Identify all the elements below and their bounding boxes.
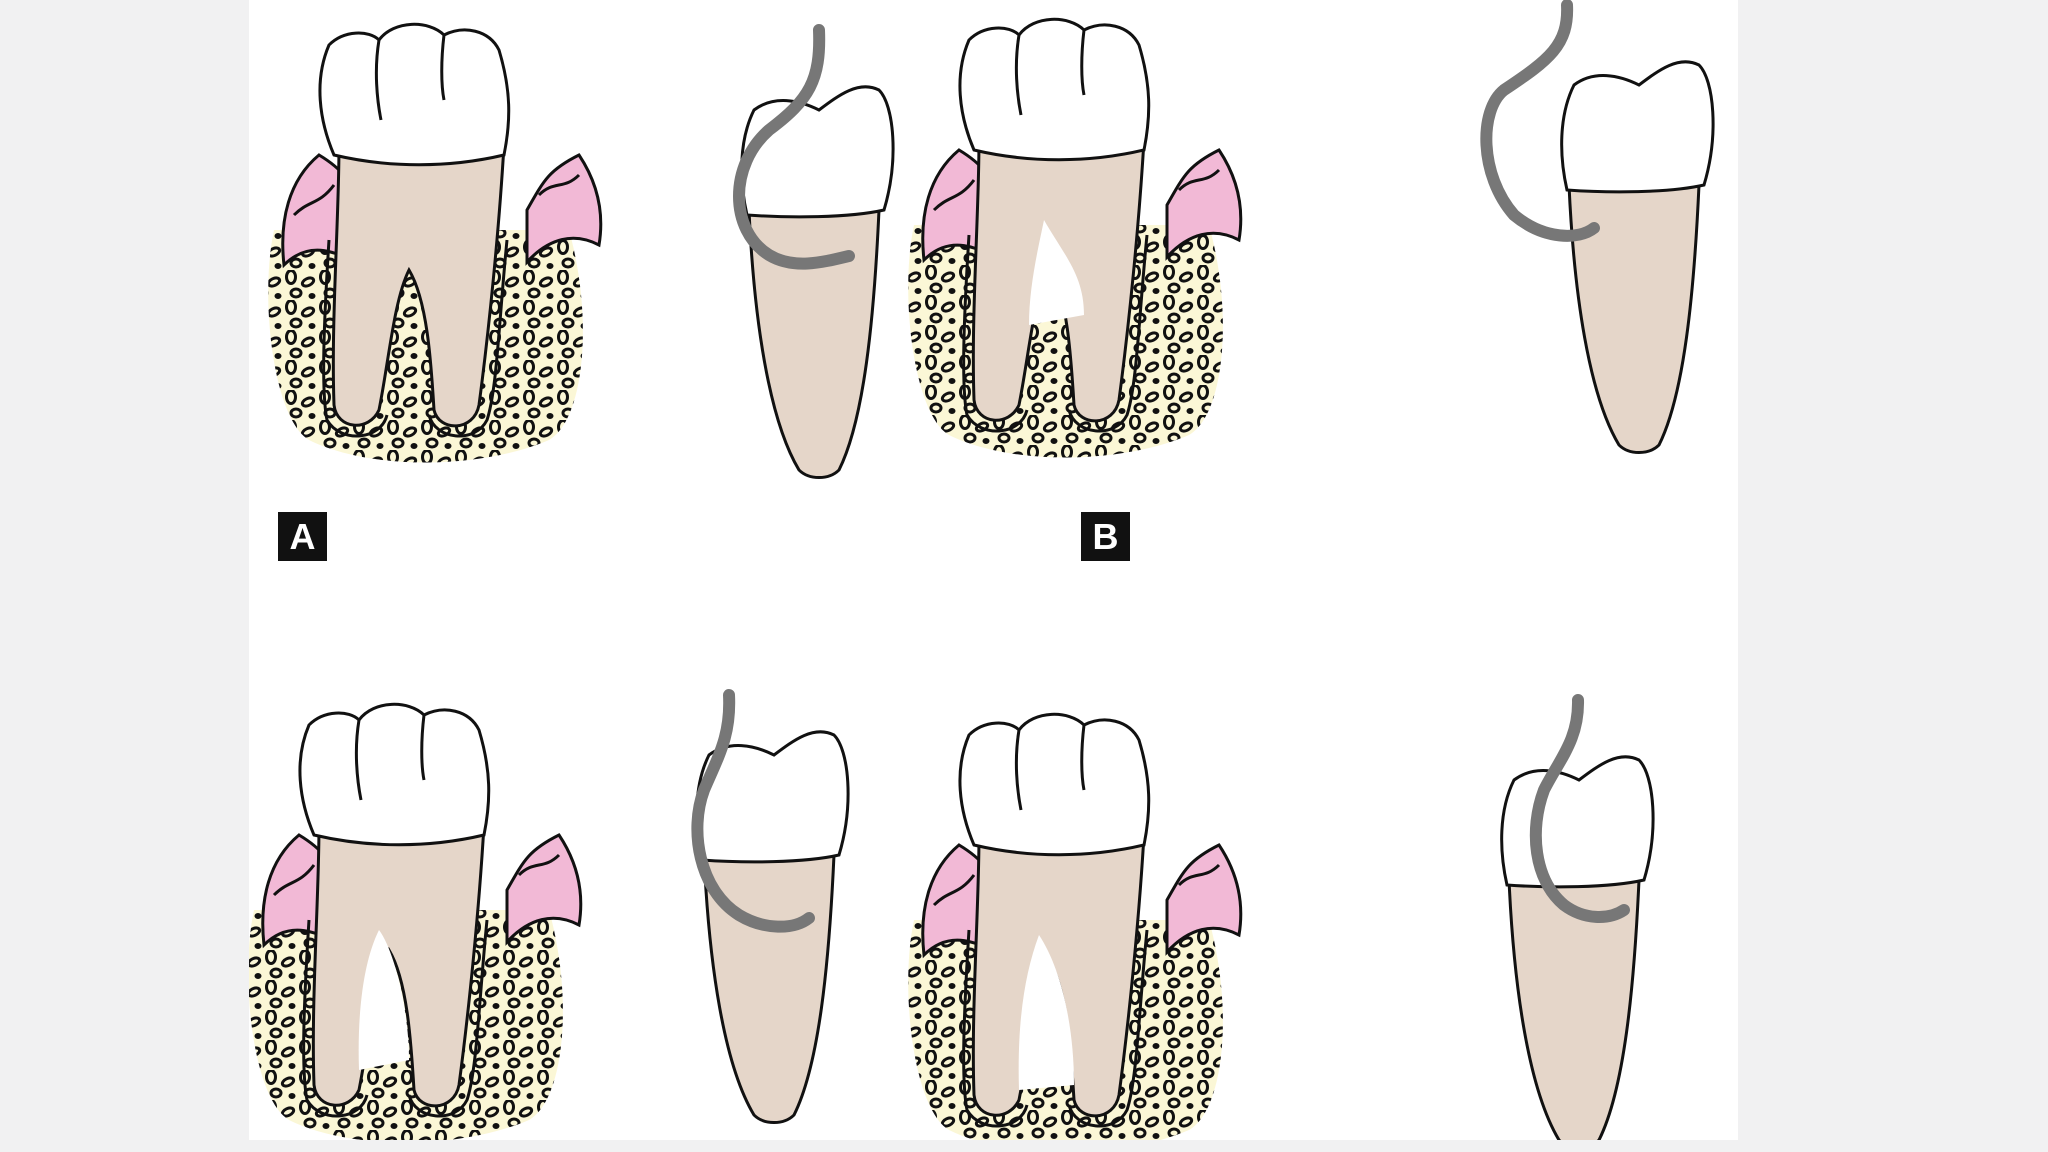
panel-label-b: B [1081,512,1130,561]
molar-illustration-c [249,702,583,1140]
panel-label-a: A [278,512,327,561]
probe-b [1480,0,1600,242]
molar-illustration-a [266,22,603,465]
probe-c [691,689,815,933]
illustration-svg [249,0,1715,1140]
single-tooth-a [740,85,895,480]
single-tooth-d [1500,755,1655,1140]
probe-a [733,24,855,270]
figure-canvas: A B [249,0,1738,1140]
single-tooth-b [1560,60,1715,455]
probe-d [1529,694,1630,923]
molar-illustration-b [906,17,1243,460]
molar-illustration-d [906,712,1243,1140]
